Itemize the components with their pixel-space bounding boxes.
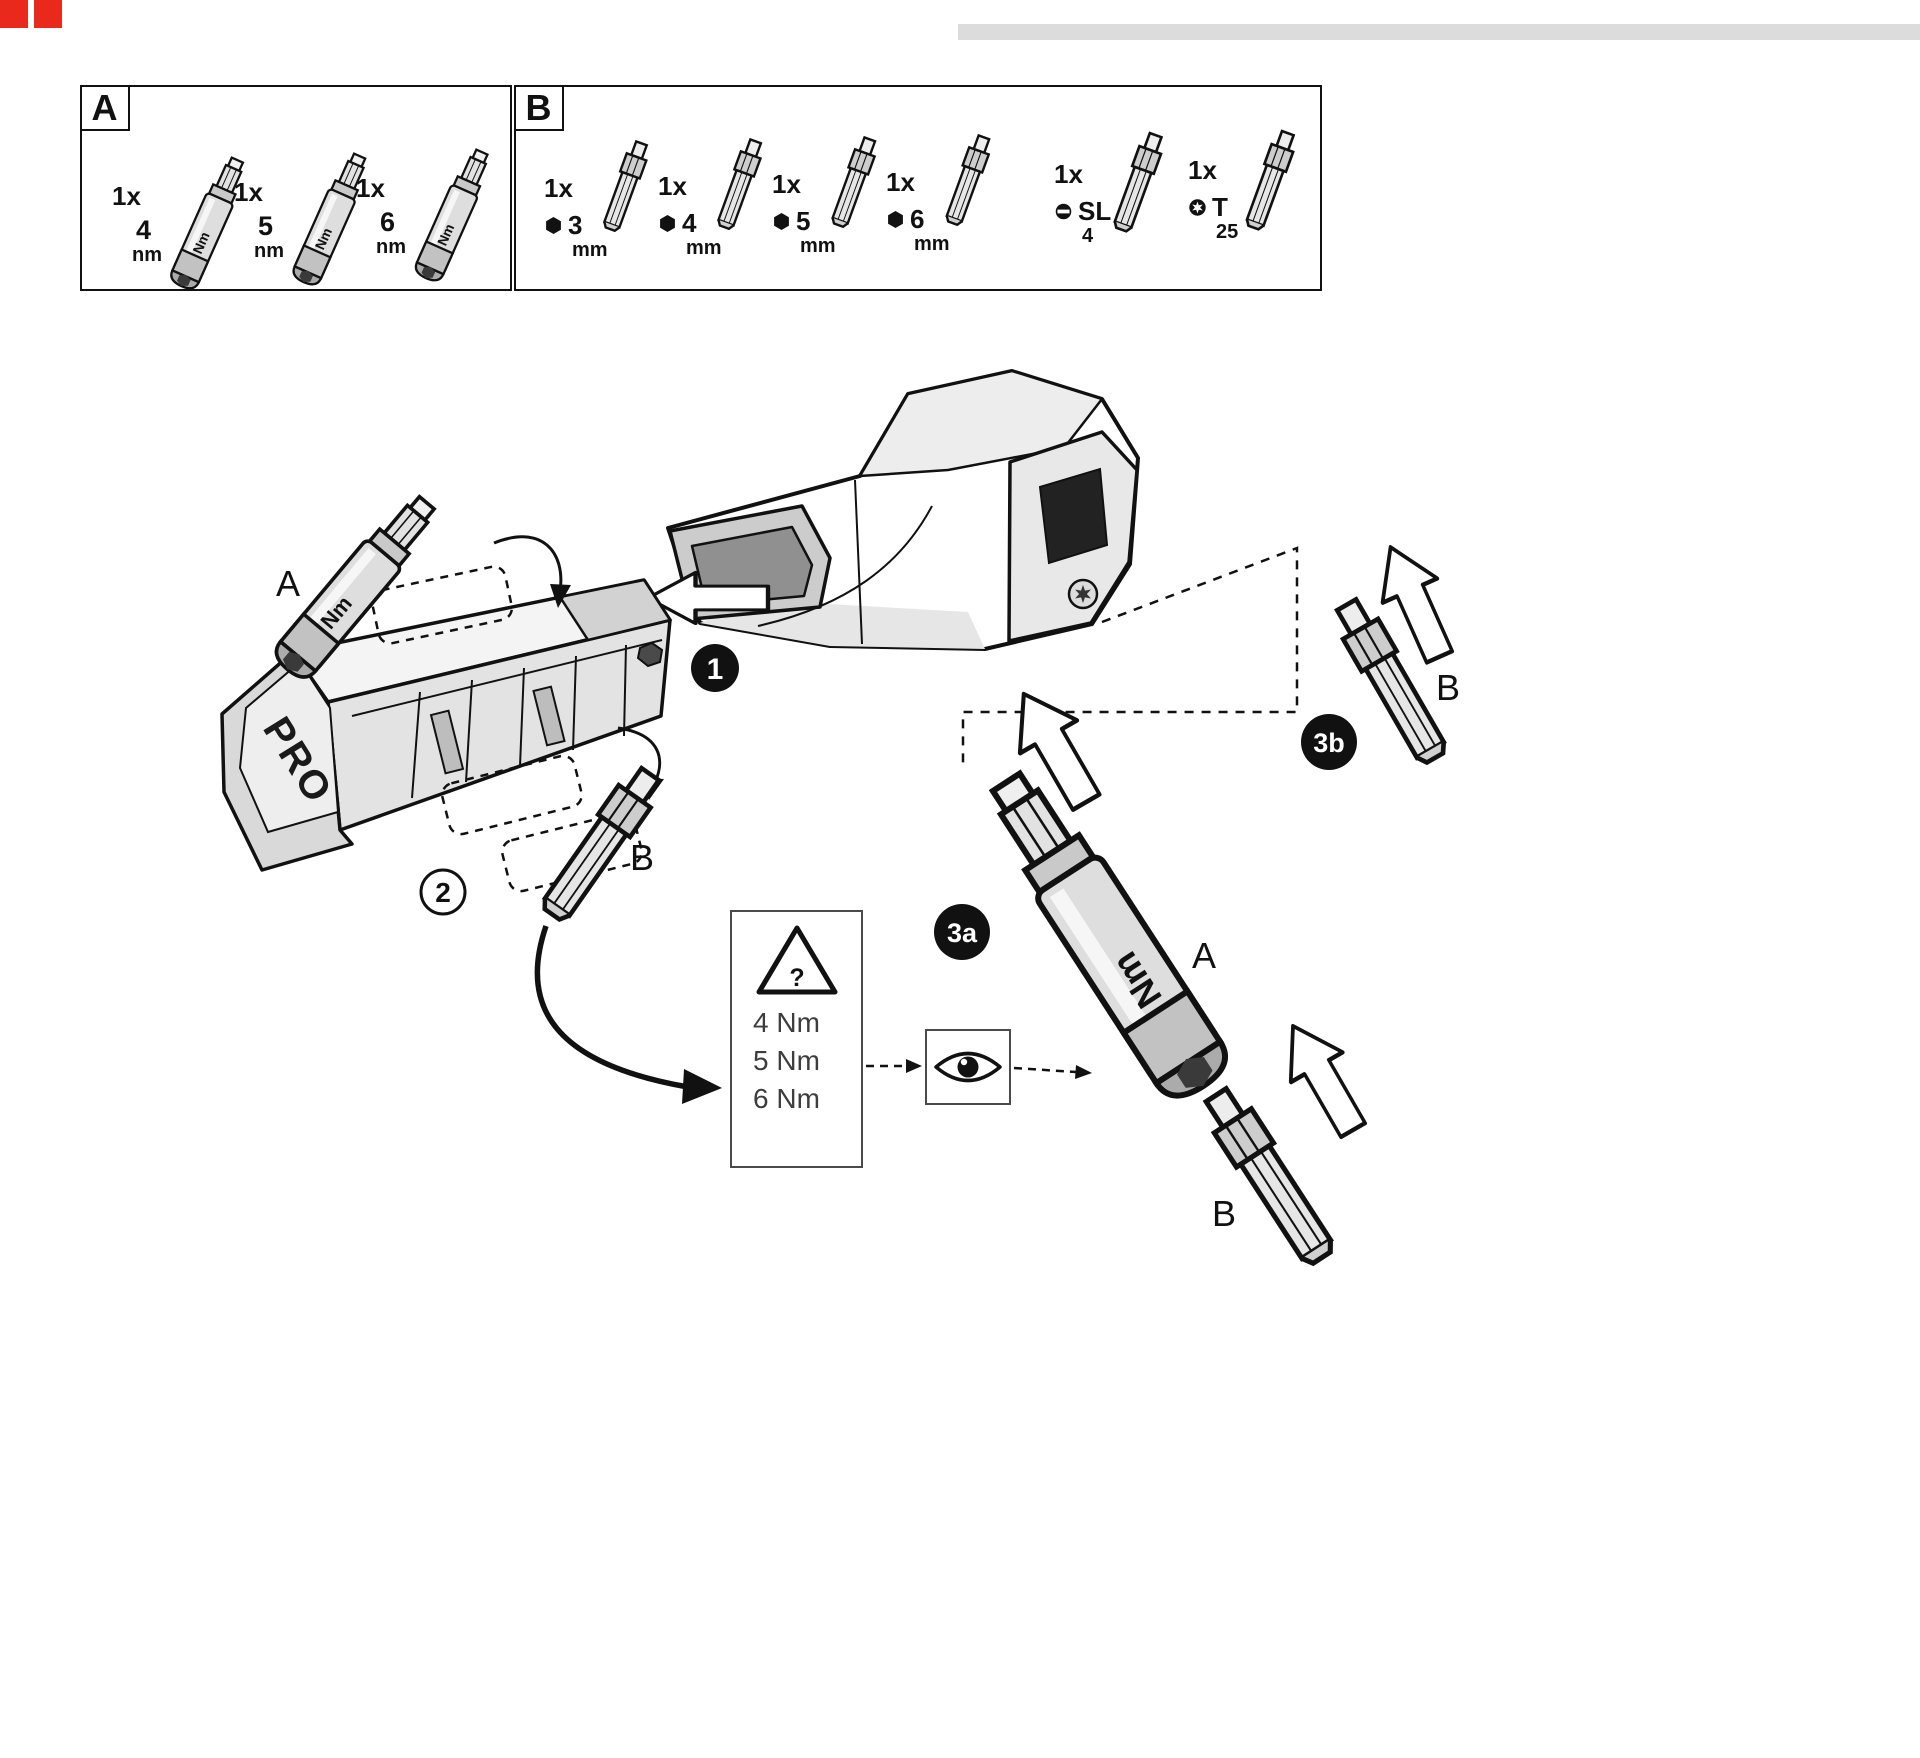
hex-bit-3mm <box>599 138 653 234</box>
part-qty: 1x <box>112 181 141 211</box>
hex-icon <box>660 215 675 233</box>
part-qty: 1x <box>234 177 263 207</box>
visual-check-box <box>925 1029 1011 1105</box>
part-qty: 1x <box>356 173 385 203</box>
hex-icon <box>888 211 903 229</box>
part-size: 6 <box>910 204 925 235</box>
to-warning-arrow <box>534 925 722 1104</box>
svg-text:3b: 3b <box>1313 728 1345 758</box>
parts-box-b: B 1x 3 mm 1x 4 mm 1x <box>513 84 1322 291</box>
part-unit: 4 <box>1082 224 1094 247</box>
torque-line-1: 4 Nm <box>753 1007 820 1038</box>
torque-line-3: 6 Nm <box>753 1083 820 1114</box>
label-bit-b-3a: B <box>1212 1193 1236 1234</box>
page-edge-strip <box>958 24 1920 40</box>
step-2-badge: 2 <box>419 868 467 916</box>
part-unit: nm <box>376 235 406 258</box>
part-size: 4 <box>136 215 152 246</box>
hex-bit-6mm <box>941 132 995 228</box>
part-qty: 1x <box>886 167 915 197</box>
svg-text:3a: 3a <box>947 918 978 948</box>
hex-icon <box>546 217 561 235</box>
label-bit-a: A <box>276 563 300 604</box>
part-qty: 1x <box>1188 155 1217 185</box>
part-unit: mm <box>800 234 836 257</box>
magazine-slots <box>351 639 663 799</box>
part-unit: nm <box>254 239 284 262</box>
part-item: 1x T 25 <box>1188 155 1239 243</box>
label-bit-b-step2: B <box>630 837 654 878</box>
torx-bit-t25 <box>1241 127 1300 233</box>
part-size: 5 <box>258 211 274 242</box>
torx-icon <box>1189 199 1206 217</box>
part-unit: mm <box>914 232 950 255</box>
part-size: 6 <box>380 207 396 238</box>
part-item: 1x SL 4 <box>1054 159 1112 247</box>
parts-box-a: A 1x 4 nm 1x 5 nm 1x 6 nm <box>79 84 512 291</box>
part-size: 5 <box>796 206 811 237</box>
hex-bit-4mm <box>713 136 767 232</box>
insert-bit-arrow-3a <box>1267 1011 1379 1145</box>
ghost-slot-b1 <box>441 754 583 836</box>
part-size: SL <box>1078 196 1112 227</box>
tool-handle <box>666 369 1140 651</box>
dashed-arrow-left <box>866 1059 922 1073</box>
svg-text:2: 2 <box>435 877 451 908</box>
ghost-slot-b2 <box>501 811 643 893</box>
warning-question-mark: ? <box>789 964 804 992</box>
part-item: 1x 4 nm <box>112 181 162 266</box>
slotted-icon <box>1055 204 1072 220</box>
torque-cartridge-6nm <box>411 145 497 286</box>
bit-magazine: PRO <box>220 578 673 872</box>
part-item: 1x 5 nm <box>234 177 284 262</box>
label-bit-b-3b: B <box>1436 667 1460 708</box>
label-cartridge-a: A <box>1192 935 1216 976</box>
part-item: 1x 4 mm <box>658 171 722 259</box>
bit-b-3a <box>1198 1083 1341 1270</box>
part-unit: mm <box>686 236 722 259</box>
step-3b-badge: 3b <box>1301 714 1357 770</box>
eye-icon <box>934 1051 1002 1083</box>
part-qty: 1x <box>1054 159 1083 189</box>
torque-warning-box: ? 4 Nm 5 Nm 6 Nm <box>730 910 863 1168</box>
svg-text:1: 1 <box>707 653 724 686</box>
part-item: 1x 6 nm <box>356 173 406 258</box>
grip-window <box>1038 467 1109 565</box>
slotted-bit-sl4 <box>1109 129 1168 235</box>
magazine-hex-socket <box>636 641 664 668</box>
parts-box-b-label: B <box>513 84 564 131</box>
insert-arrow-top <box>493 535 571 608</box>
red-corner-mark <box>0 0 28 28</box>
part-qty: 1x <box>772 169 801 199</box>
step-1-badge: 1 <box>691 644 739 692</box>
warning-triangle-icon: ? <box>756 925 838 995</box>
part-item: 1x 5 mm <box>772 169 836 257</box>
part-size: T <box>1212 192 1228 223</box>
part-unit: mm <box>572 238 608 261</box>
hex-bit-5mm <box>827 134 881 230</box>
alignment-dashed-path <box>961 546 1299 766</box>
part-item: 1x 6 mm <box>886 167 950 255</box>
red-corner-mark <box>34 0 62 28</box>
step-3a-badge: 3a <box>934 904 990 960</box>
part-qty: 1x <box>658 171 687 201</box>
parts-box-a-label: A <box>79 84 130 131</box>
part-qty: 1x <box>544 173 573 203</box>
dashed-arrow-right <box>1013 1065 1092 1079</box>
torque-line-2: 5 Nm <box>753 1045 820 1076</box>
part-unit: nm <box>132 243 162 266</box>
part-item: 1x 3 mm <box>544 173 608 261</box>
part-size: 4 <box>682 208 697 239</box>
part-size: 3 <box>568 210 583 241</box>
hex-icon <box>774 213 789 231</box>
part-unit: 25 <box>1216 220 1239 243</box>
